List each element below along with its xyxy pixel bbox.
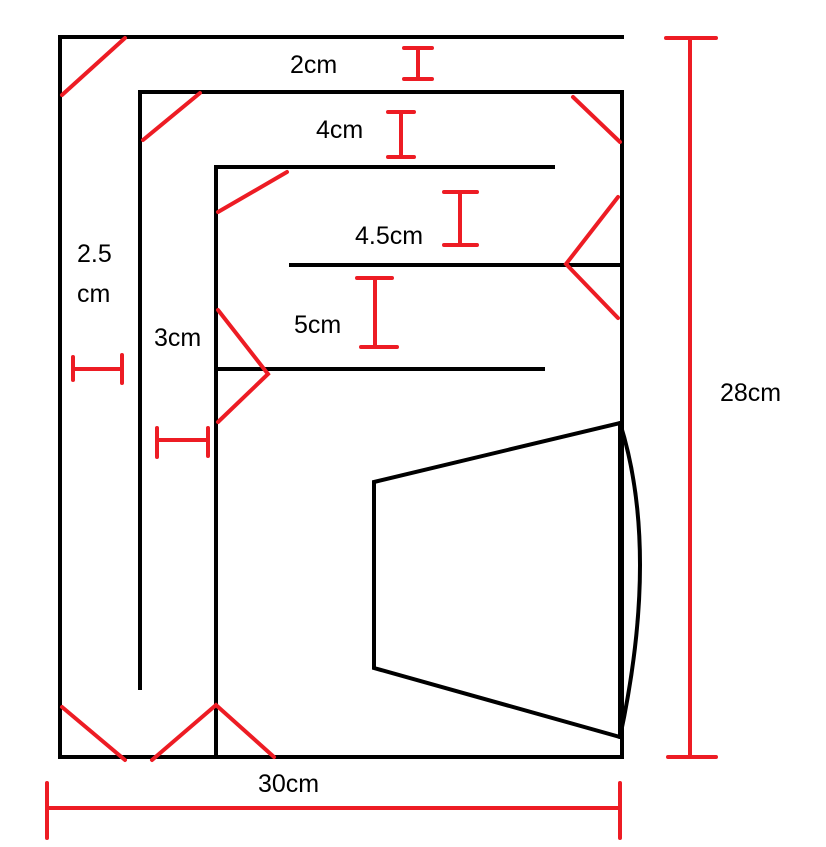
- corner-mark: [563, 195, 620, 320]
- label-3cm: 3cm: [154, 324, 201, 352]
- corner-mark: [141, 91, 202, 142]
- label-4cm: 4cm: [316, 116, 363, 144]
- label-2cm: 2cm: [290, 51, 337, 79]
- dimension-labels: 2cm 4cm 4.5cm 5cm 2.5 cm 3cm 28cm 30cm: [77, 51, 781, 798]
- dimension-marker-2cm: [402, 46, 434, 81]
- black-outline: [58, 35, 642, 759]
- label-2-5: 2.5: [77, 240, 112, 268]
- corner-mark: [571, 95, 622, 144]
- label-4-5cm: 4.5cm: [355, 222, 423, 250]
- dimension-marker-5cm: [355, 276, 399, 349]
- corner-mark: [216, 170, 289, 214]
- label-5cm: 5cm: [294, 311, 341, 339]
- corner-mark: [216, 308, 271, 424]
- dimension-marker-4-5cm: [442, 190, 479, 247]
- curved-edge: [617, 420, 642, 740]
- dimension-markers: [45, 36, 718, 840]
- dimension-marker-28cm: [664, 36, 718, 759]
- label-30cm: 30cm: [258, 770, 319, 798]
- dimension-marker-2-5cm: [71, 353, 124, 385]
- dimension-marker-4cm: [386, 110, 416, 159]
- trapezoid-shape: [372, 420, 622, 740]
- inner-wall-2: [214, 165, 555, 759]
- dimension-marker-30cm: [45, 781, 622, 840]
- corner-mark: [60, 36, 127, 97]
- dimension-marker-3cm: [155, 426, 210, 459]
- corner-marks: [60, 36, 622, 762]
- label-cm: cm: [77, 280, 110, 308]
- corner-mark: [60, 705, 127, 762]
- inner-wall-1: [138, 90, 624, 690]
- corner-mark: [150, 702, 276, 762]
- outer-wall: [58, 35, 624, 759]
- label-28cm: 28cm: [720, 379, 781, 407]
